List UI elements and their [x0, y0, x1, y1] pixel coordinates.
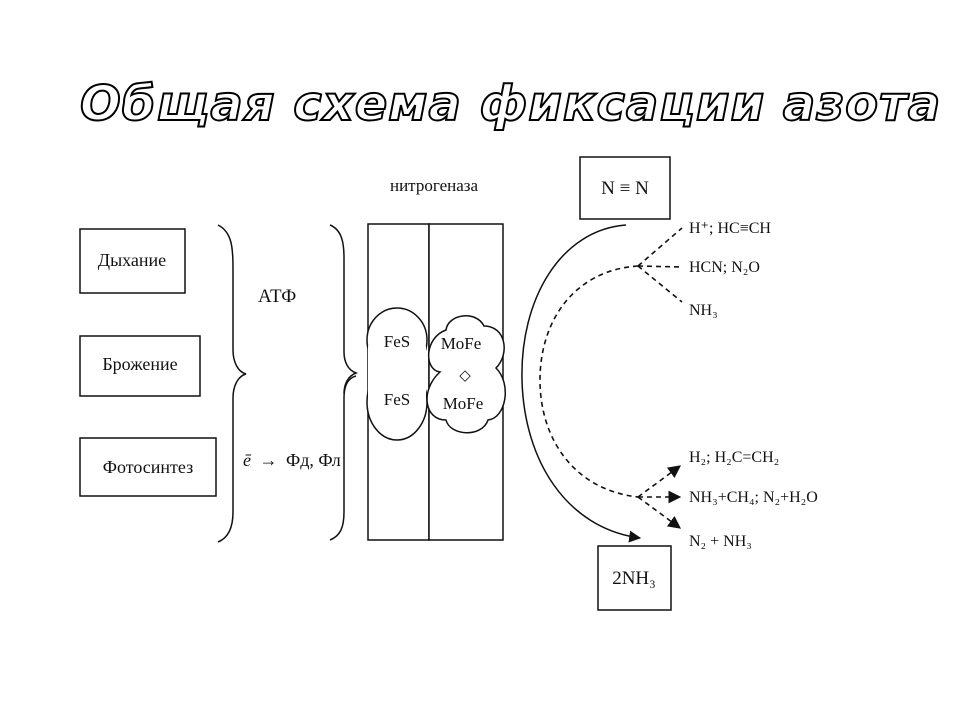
- electron-arrow: →: [260, 450, 278, 470]
- electron-label: ē → Фд, Фл: [243, 450, 341, 470]
- source-fermentation-label: Брожение: [102, 354, 177, 374]
- mofe-bottom-label: MoFe: [443, 394, 484, 413]
- alt-substrate-2: HCN; N₂O: [689, 259, 760, 276]
- alt-reaction-arc: [539, 265, 639, 498]
- alt-product-3: N₂ + NH₃: [689, 533, 752, 550]
- enzyme-label: нитрогеназа: [390, 176, 478, 195]
- mofe-cluster: MoFe ◇ MoFe: [426, 315, 506, 434]
- source-respiration-label: Дыхание: [98, 250, 166, 270]
- fes-cluster: FeS FeS: [366, 307, 428, 441]
- fes-bottom-label: FeS: [384, 390, 410, 409]
- sources-brace: [217, 224, 247, 543]
- alt-products-fan: [637, 465, 682, 529]
- atp-label: АТФ: [258, 286, 296, 307]
- alt-substrates-fan: [637, 227, 683, 303]
- alt-product-2: NH₃+CH₄; N₂+H₂O: [689, 489, 818, 506]
- substrate-box: N ≡ N: [579, 156, 671, 220]
- alt-product-1: H₂; H₂C=CH₂: [689, 449, 779, 466]
- mofe-diamond: ◇: [459, 368, 471, 384]
- substrate-label: N ≡ N: [601, 178, 649, 199]
- electron-acceptors: Фд, Фл: [286, 450, 341, 470]
- alt-substrate-1: H⁺; HC≡CH: [689, 220, 771, 237]
- source-photosynthesis-label: Фотосинтез: [103, 457, 194, 477]
- electron-symbol: ē: [243, 450, 252, 470]
- fes-top-label: FeS: [384, 332, 410, 351]
- slide-title: Общая схема фиксации азота: [79, 75, 942, 133]
- product-label: 2NH₃: [612, 568, 656, 589]
- product-box: 2NH₃: [597, 545, 672, 611]
- source-respiration: Дыхание: [79, 228, 186, 294]
- alt-substrate-3: NH₃: [689, 302, 718, 319]
- electron-brace: [329, 375, 357, 541]
- source-fermentation: Брожение: [79, 335, 201, 397]
- main-reaction-arrow: [521, 224, 642, 543]
- mofe-top-label: MoFe: [441, 334, 482, 353]
- atp-brace: [329, 224, 359, 395]
- source-photosynthesis: Фотосинтез: [79, 437, 217, 497]
